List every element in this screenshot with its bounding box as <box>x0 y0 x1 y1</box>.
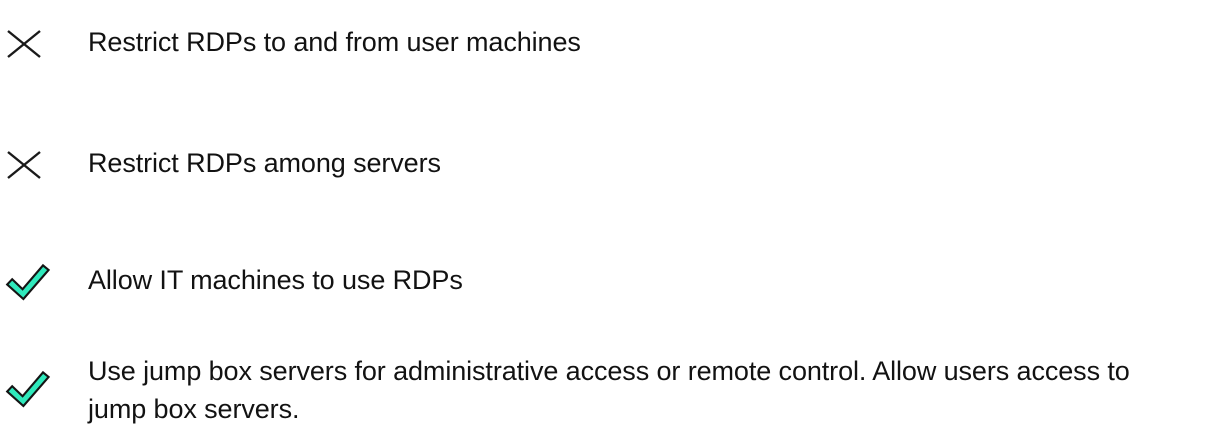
check-icon <box>5 370 51 408</box>
list-item-label: Restrict RDPs among servers <box>88 148 441 178</box>
cross-icon <box>7 30 41 58</box>
status-icon-cell <box>0 352 88 409</box>
list-item: Restrict RDPs among servers <box>0 144 1210 182</box>
status-icon-cell <box>0 23 88 61</box>
list-item: Use jump box servers for administrative … <box>0 352 1210 428</box>
cross-icon <box>7 151 41 179</box>
status-icon-cell <box>0 261 88 302</box>
list-item-label: Use jump box servers for administrative … <box>88 356 1130 424</box>
list-item-label: Allow IT machines to use RDPs <box>88 265 463 295</box>
list-item: Allow IT machines to use RDPs <box>0 261 1210 302</box>
list-item: Restrict RDPs to and from user machines <box>0 23 1210 61</box>
status-icon-cell <box>0 144 88 182</box>
check-icon <box>5 263 51 301</box>
list-item-label: Restrict RDPs to and from user machines <box>88 27 581 57</box>
